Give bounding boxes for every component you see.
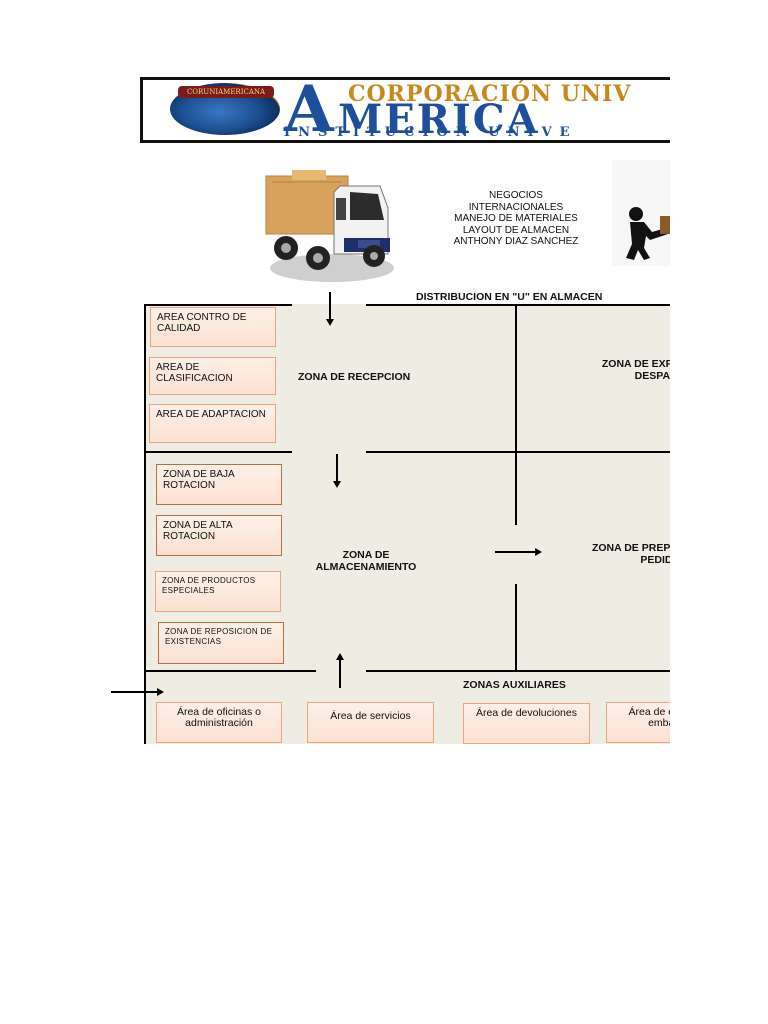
stock-replenishment-box: ZONA DE REPOSICION DE EXISTENCIAS	[158, 622, 284, 664]
adaptation-box: AREA DE ADAPTACION	[149, 404, 276, 443]
arrow-head-icon	[336, 653, 344, 660]
divider-line	[515, 304, 517, 452]
reception-zone-label: ZONA DE RECEPCION	[298, 371, 411, 383]
arrow-head-icon	[157, 688, 164, 696]
layout-title: DISTRIBUCION EN "U" EN ALMACEN	[416, 291, 603, 303]
info-line: NEGOCIOS	[489, 190, 543, 201]
divider-line	[515, 451, 517, 525]
auxiliary-zones-label: ZONAS AUXILIARES	[463, 679, 566, 691]
low-rotation-box: ZONA DE BAJA ROTACION	[156, 464, 282, 505]
logo-band: CORUNIAMERICANA	[178, 86, 274, 98]
institution-text: INSTITUCIÓN UNIVE	[284, 125, 578, 140]
quality-control-box: AREA CONTRO DE CALIDAD	[150, 307, 276, 347]
arrow-down-storage	[336, 454, 338, 481]
dispatch-zone-label: ZONA DE EXPEDICION Y DESPACHO	[601, 358, 670, 382]
services-area-box: Área de servicios	[307, 702, 434, 743]
divider-line	[366, 304, 670, 306]
arrow-head-icon	[333, 481, 341, 488]
info-line: INTERNACIONALES	[468, 201, 564, 213]
truck-icon	[265, 170, 394, 282]
info-line: ANTHONY DIAZ SANCHEZ	[453, 236, 579, 247]
offices-area-box: Área de oficinas o administración	[156, 702, 282, 743]
order-prep-zone-label: ZONA DE PREPARACION DE PEDIDOS	[591, 542, 670, 566]
divider-line	[144, 451, 292, 453]
logo-letter-a: A	[284, 72, 334, 147]
arrow-down-reception	[329, 292, 331, 319]
divider-line	[366, 670, 670, 672]
arrow-right-orders	[495, 551, 535, 553]
worker-pushing-box-icon	[612, 160, 670, 266]
info-line: LAYOUT DE ALMACEN	[462, 224, 570, 236]
divider-line	[366, 451, 670, 453]
classification-box: AREA DE CLASIFICACION	[149, 357, 276, 395]
special-products-box: ZONA DE PRODUCTOS ESPECIALES	[155, 571, 281, 612]
arrow-head-icon	[535, 548, 542, 556]
info-line: MANEJO DE MATERIALES	[454, 213, 578, 224]
arrow-head-icon	[326, 319, 334, 326]
arrow-up-auxiliary	[339, 660, 341, 688]
project-info: NEGOCIOS INTERNACIONALES MANEJO DE MATER…	[428, 190, 604, 248]
page-clip: CORUNIAMERICANA CORPORACIÓN UNIV A MERIC…	[111, 72, 670, 744]
divider-line	[144, 304, 292, 306]
divider-line	[515, 584, 517, 672]
high-rotation-box: ZONA DE ALTA ROTACION	[156, 515, 282, 556]
corporation-text: CORPORACIÓN UNIV	[348, 81, 632, 107]
divider-line	[144, 304, 146, 744]
arrow-right-offices	[111, 691, 157, 693]
returns-area-box: Área de devoluciones	[463, 703, 590, 744]
logo-word: MERICA	[338, 96, 540, 143]
divider-line	[144, 670, 316, 672]
packaging-area-box: Área de envases y embalajes	[606, 702, 670, 743]
storage-zone-label: ZONA DE ALMACENAMIENTO	[315, 549, 417, 573]
